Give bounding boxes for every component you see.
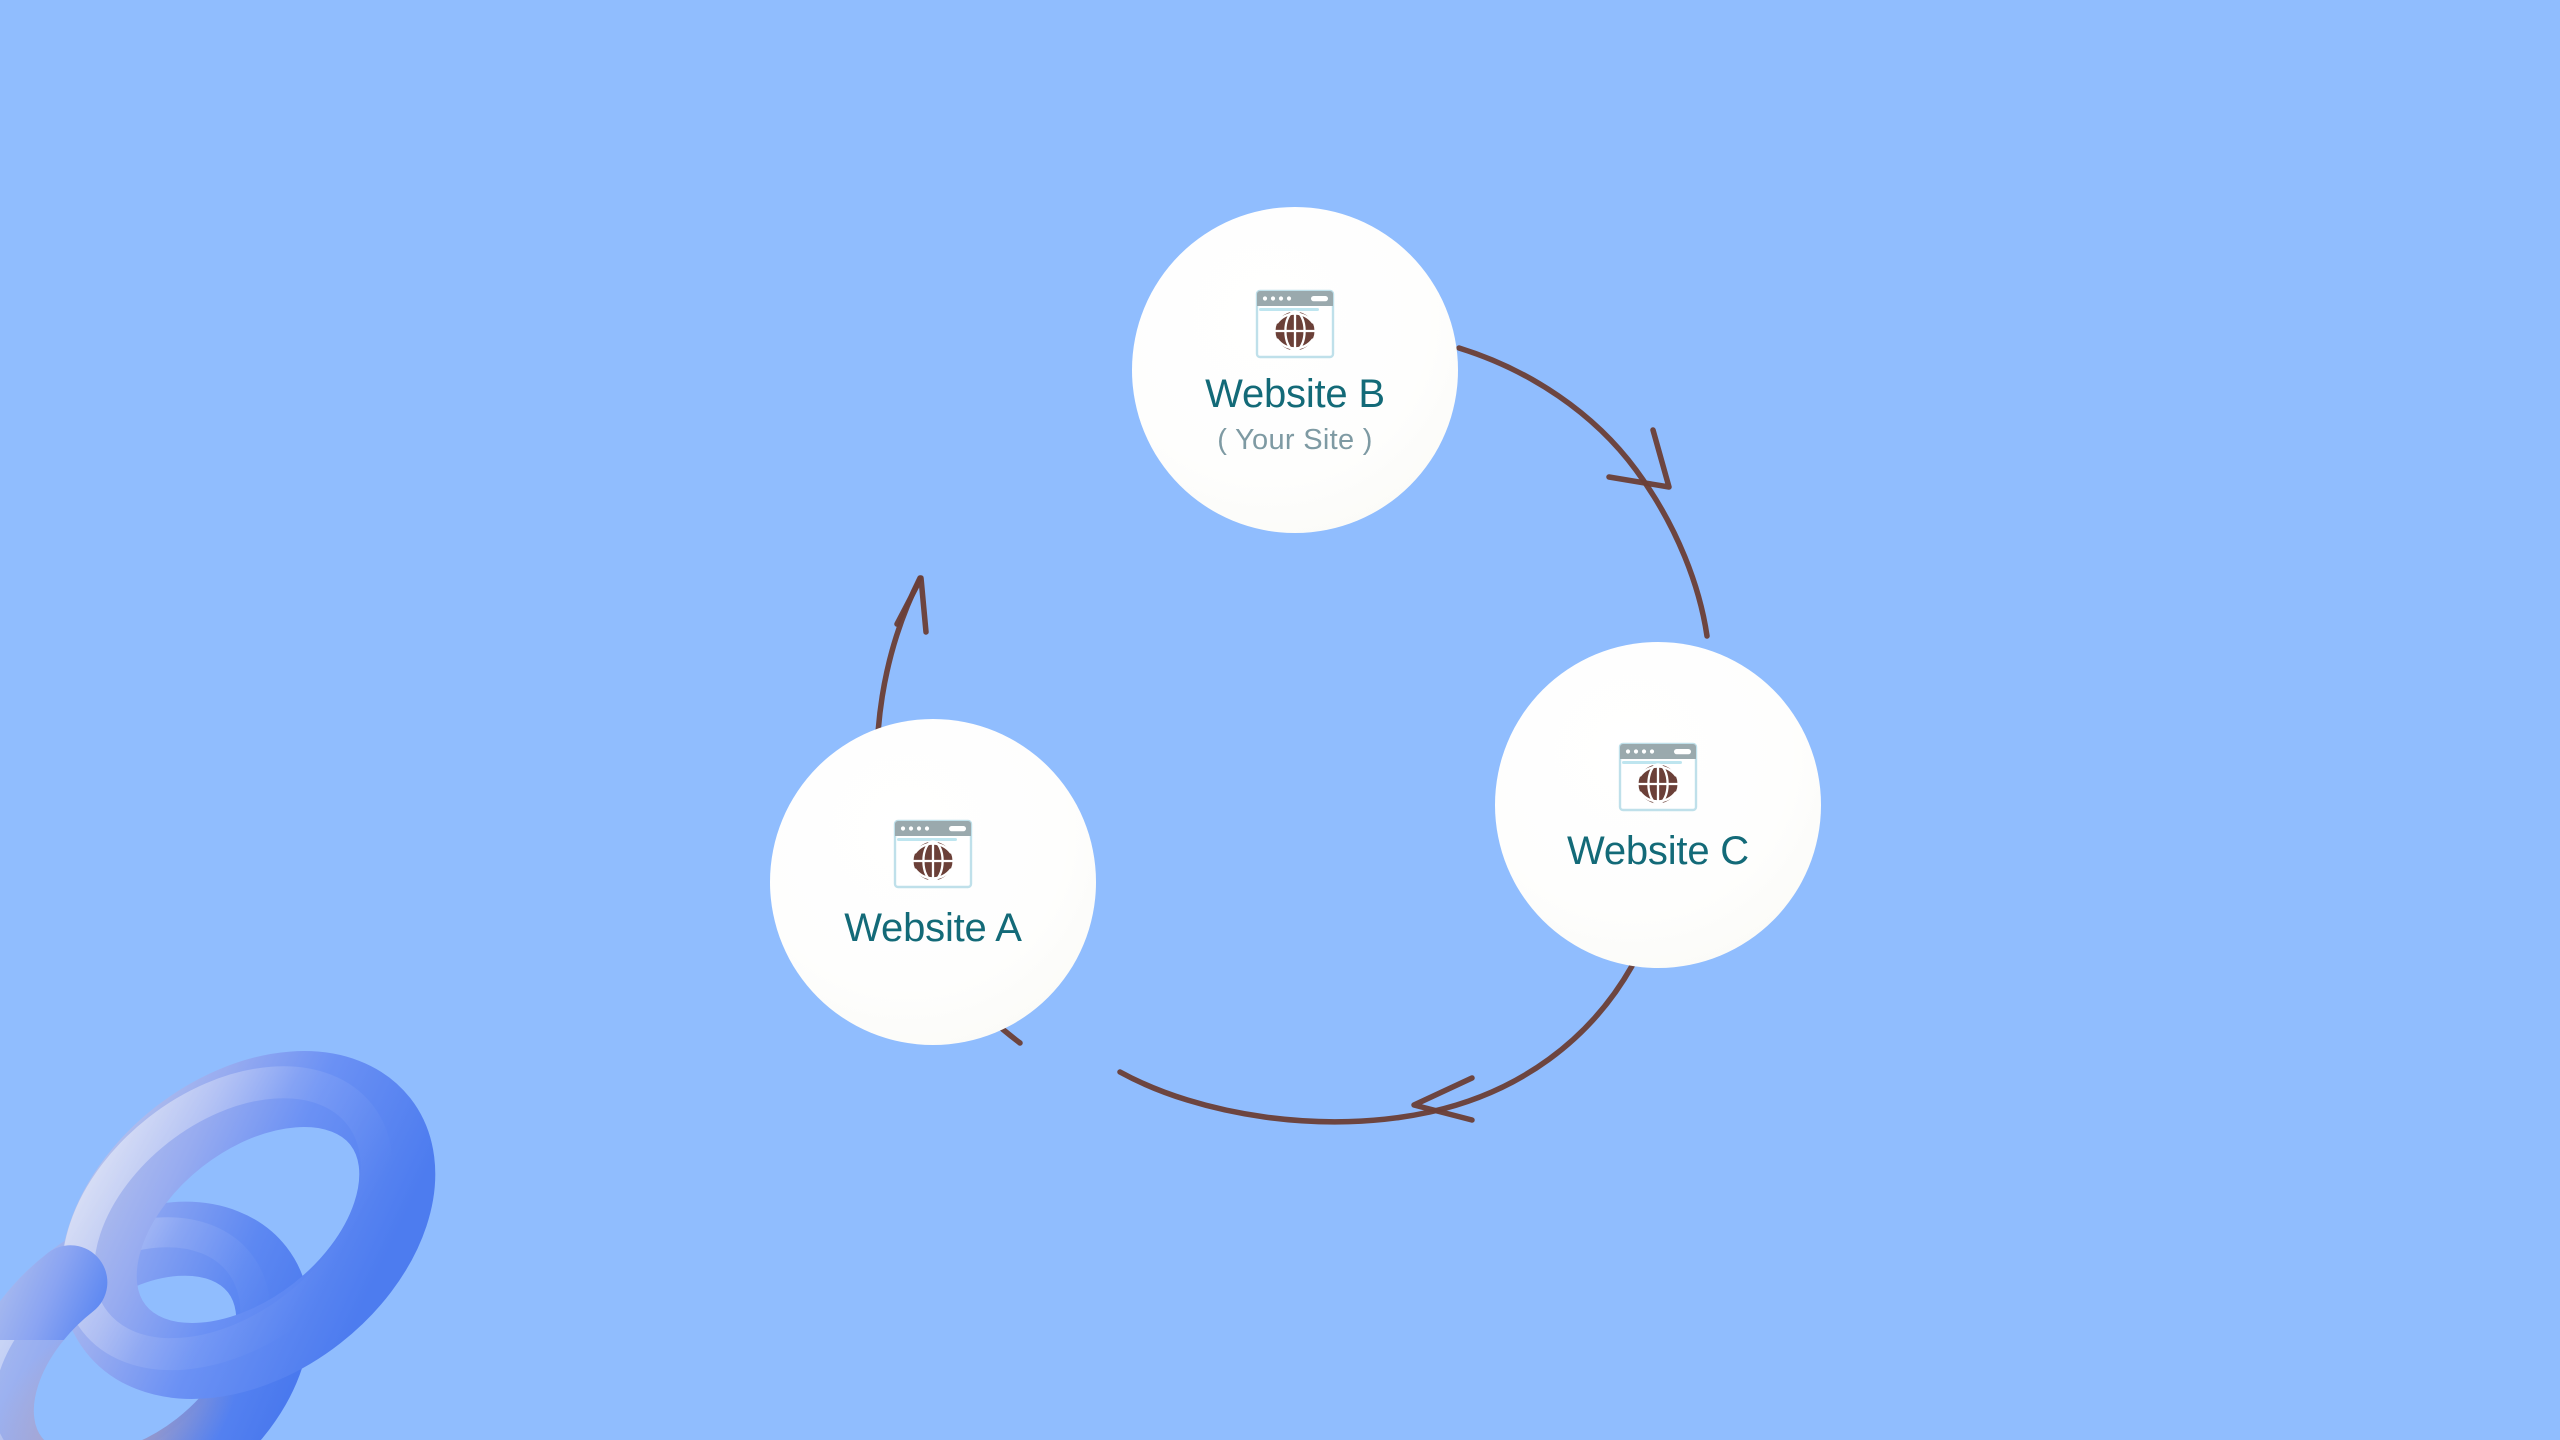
browser-globe-icon	[1255, 289, 1335, 358]
node-c-label: Website C	[1567, 829, 1749, 873]
node-website-c[interactable]: Website C	[1495, 642, 1821, 968]
node-website-a[interactable]: Website A	[770, 719, 1096, 1045]
browser-globe-icon	[1618, 742, 1698, 812]
node-b-sublabel: ( Your Site )	[1217, 423, 1373, 456]
node-website-b[interactable]: Website B ( Your Site )	[1132, 207, 1458, 533]
node-b-label: Website B	[1205, 371, 1385, 416]
node-a-label: Website A	[844, 906, 1022, 950]
edge-c-to-a	[1117, 963, 1635, 1125]
edge-b-to-c	[1456, 345, 1710, 639]
browser-globe-icon	[893, 819, 973, 889]
